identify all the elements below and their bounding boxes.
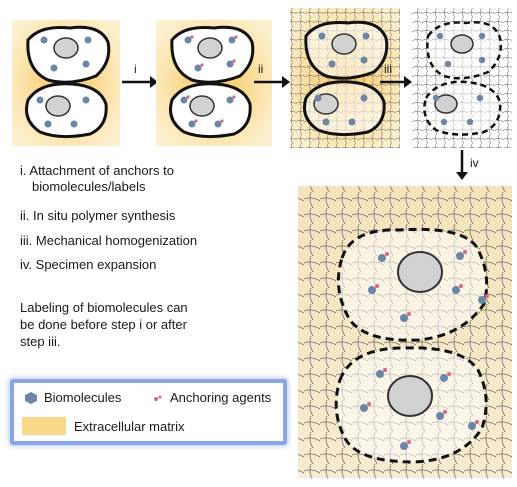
labeling-note-line-1: Labeling of biomolecules can (20, 300, 188, 315)
step-iii-description: iii. Mechanical homogenization (20, 233, 198, 248)
nucleus-1a (53, 37, 79, 59)
panel-2-cells (156, 20, 272, 146)
biomolecules-3 (314, 32, 370, 126)
nucleus-2a (197, 37, 223, 59)
legend: Biomolecules Anchoring agents Extracellu… (10, 379, 287, 445)
arrow-iii (380, 76, 412, 88)
biomolecules-2 (180, 36, 236, 128)
biomolecules-1 (36, 36, 92, 128)
step-i-description: i. Attachment of anchors to (20, 163, 174, 178)
biomolecule-icon (25, 392, 37, 404)
step-iv-description: iv. Specimen expansion (20, 257, 157, 272)
step-label-ii: ii (258, 62, 264, 76)
nucleus-2b (189, 95, 215, 117)
nucleus-expanded-b (387, 375, 433, 417)
step-i-description-cont: biomolecules/labels (32, 179, 146, 194)
legend-ecm-label: Extracellular matrix (74, 419, 185, 434)
panel-1-cells (12, 20, 120, 146)
legend-biomolecules-label: Biomolecules (44, 390, 122, 405)
biomolecules-expanded (360, 252, 486, 450)
step-label-iv: iv (470, 156, 479, 170)
anchor-icon (154, 395, 162, 401)
legend-anchoring-label: Anchoring agents (170, 390, 272, 405)
nucleus-4b (434, 94, 458, 114)
step-label-iii: iii (384, 62, 392, 76)
nucleus-1b (45, 95, 71, 117)
nucleus-4a (450, 34, 474, 54)
arrow-iv (456, 150, 468, 180)
anchors-expanded (367, 250, 489, 444)
expanded-panel (298, 186, 512, 478)
ecm-swatch (22, 417, 66, 435)
arrow-ii (254, 76, 290, 88)
labeling-note-line-3: step iii. (20, 334, 61, 349)
nucleus-expanded-a (397, 251, 443, 293)
nucleus-3a (331, 33, 357, 55)
labeling-note-line-2: be done before step i or after (20, 317, 187, 332)
anchors-2 (186, 35, 238, 123)
step-ii-description: ii. In situ polymer synthesis (20, 208, 176, 223)
panel-3-cells (290, 8, 400, 148)
arrow-i (122, 76, 158, 88)
step-label-i: i (134, 62, 137, 76)
panel-4-cells (412, 8, 512, 148)
biomolecules-4 (432, 32, 486, 126)
